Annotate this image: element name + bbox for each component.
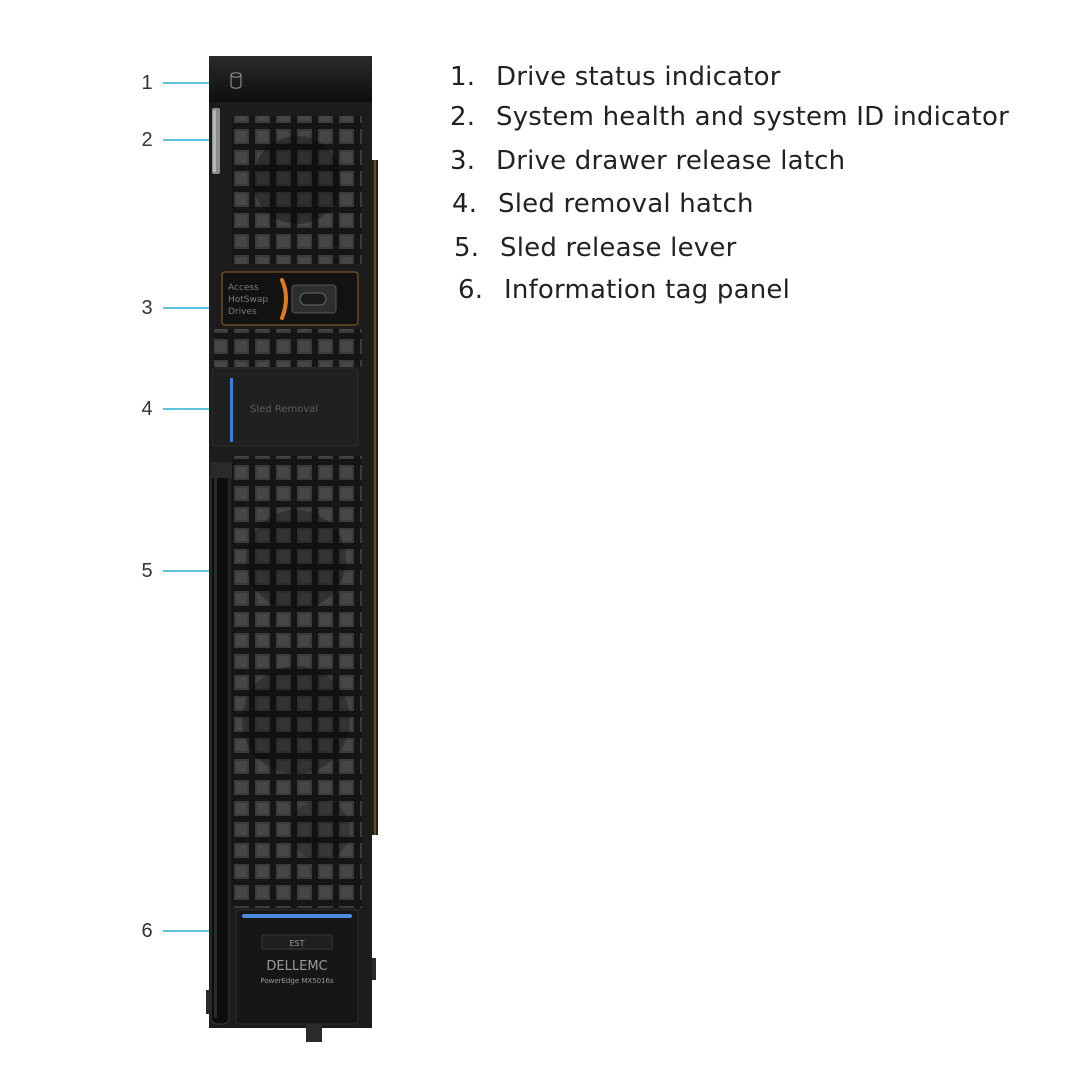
latch-text-line1: Access — [228, 283, 259, 293]
callout-line-5 — [163, 570, 215, 572]
lower-fan-shadow-3 — [290, 800, 350, 860]
latch-release-button — [291, 284, 337, 314]
lever-edge-highlight — [214, 478, 217, 1018]
legend-number-3: 3. — [450, 146, 476, 176]
side-rail — [368, 160, 378, 835]
callout-number-2: 2 — [141, 129, 153, 151]
middle-vent-strip — [214, 329, 362, 367]
lever-hinge — [211, 462, 233, 478]
legend-item-5: 5. Sled release lever — [454, 233, 736, 263]
legend-number-5: 5. — [454, 233, 480, 263]
sled-release-lever — [210, 469, 230, 1025]
sled-chassis — [209, 56, 372, 1028]
legend-item-2: 2. System health and system ID indicator — [450, 102, 1009, 132]
latch-orange-handle — [280, 278, 288, 320]
top-cap — [209, 56, 372, 102]
legend-text-2: System health and system ID indicator — [496, 102, 1010, 132]
side-nub-left — [206, 990, 210, 1014]
legend-number-1: 1. — [450, 62, 476, 92]
callout-line-3 — [163, 307, 281, 309]
upper-fan-shadow — [253, 136, 341, 224]
legend-number-6: 6. — [458, 275, 484, 305]
callout-number-6: 6 — [141, 920, 153, 942]
dell-emc-logo-text: DELLEMC — [266, 959, 327, 974]
sled-bottom-foot — [306, 1024, 322, 1042]
legend-text-1: Drive status indicator — [496, 62, 781, 92]
callout-line-4 — [163, 408, 229, 410]
legend-text-4: Sled removal hatch — [498, 189, 754, 219]
drive-drawer-latch-panel — [221, 271, 359, 326]
callout-number-3: 3 — [141, 297, 153, 319]
legend-item-3: 3. Drive drawer release latch — [450, 146, 845, 176]
health-indicator-bar — [212, 108, 220, 174]
info-tag-label: EST — [289, 939, 304, 948]
callout-number-4: 4 — [141, 398, 153, 420]
legend-number-4: 4. — [452, 189, 478, 219]
legend-text-5: Sled release lever — [500, 233, 737, 263]
upper-vent-grid — [232, 116, 362, 264]
info-tag-blue-accent — [242, 914, 352, 918]
callout-line-1 — [163, 82, 225, 84]
lower-fan-shadow-2 — [242, 666, 350, 774]
model-name-text: PowerEdge MX5016s — [260, 977, 334, 985]
hatch-blue-accent — [230, 378, 233, 442]
legend-text-6: Information tag panel — [504, 275, 790, 305]
latch-slot — [299, 292, 327, 306]
legend-number-2: 2. — [450, 102, 476, 132]
callout-line-6 — [163, 930, 247, 932]
legend-item-1: 1. Drive status indicator — [450, 62, 781, 92]
side-rail-highlight — [374, 160, 376, 835]
info-tag-panel — [235, 909, 359, 1025]
legend-item-4: 4. Sled removal hatch — [452, 189, 754, 219]
drive-status-icon — [230, 72, 242, 89]
lower-vent-grid — [232, 456, 362, 908]
legend-text-3: Drive drawer release latch — [496, 146, 846, 176]
callout-number-1: 1 — [141, 72, 153, 94]
callout-number-5: 5 — [141, 560, 153, 582]
latch-text-line2: HotSwap — [228, 295, 268, 305]
info-tag-pull — [261, 934, 333, 950]
lower-fan-shadow-1 — [246, 510, 346, 610]
side-nub-right — [372, 958, 376, 980]
health-indicator-highlight — [213, 110, 216, 172]
hatch-label: Sled Removal — [250, 404, 318, 415]
sled-removal-hatch — [211, 367, 359, 447]
legend-item-6: 6. Information tag panel — [458, 275, 790, 305]
callout-line-2 — [163, 139, 213, 141]
